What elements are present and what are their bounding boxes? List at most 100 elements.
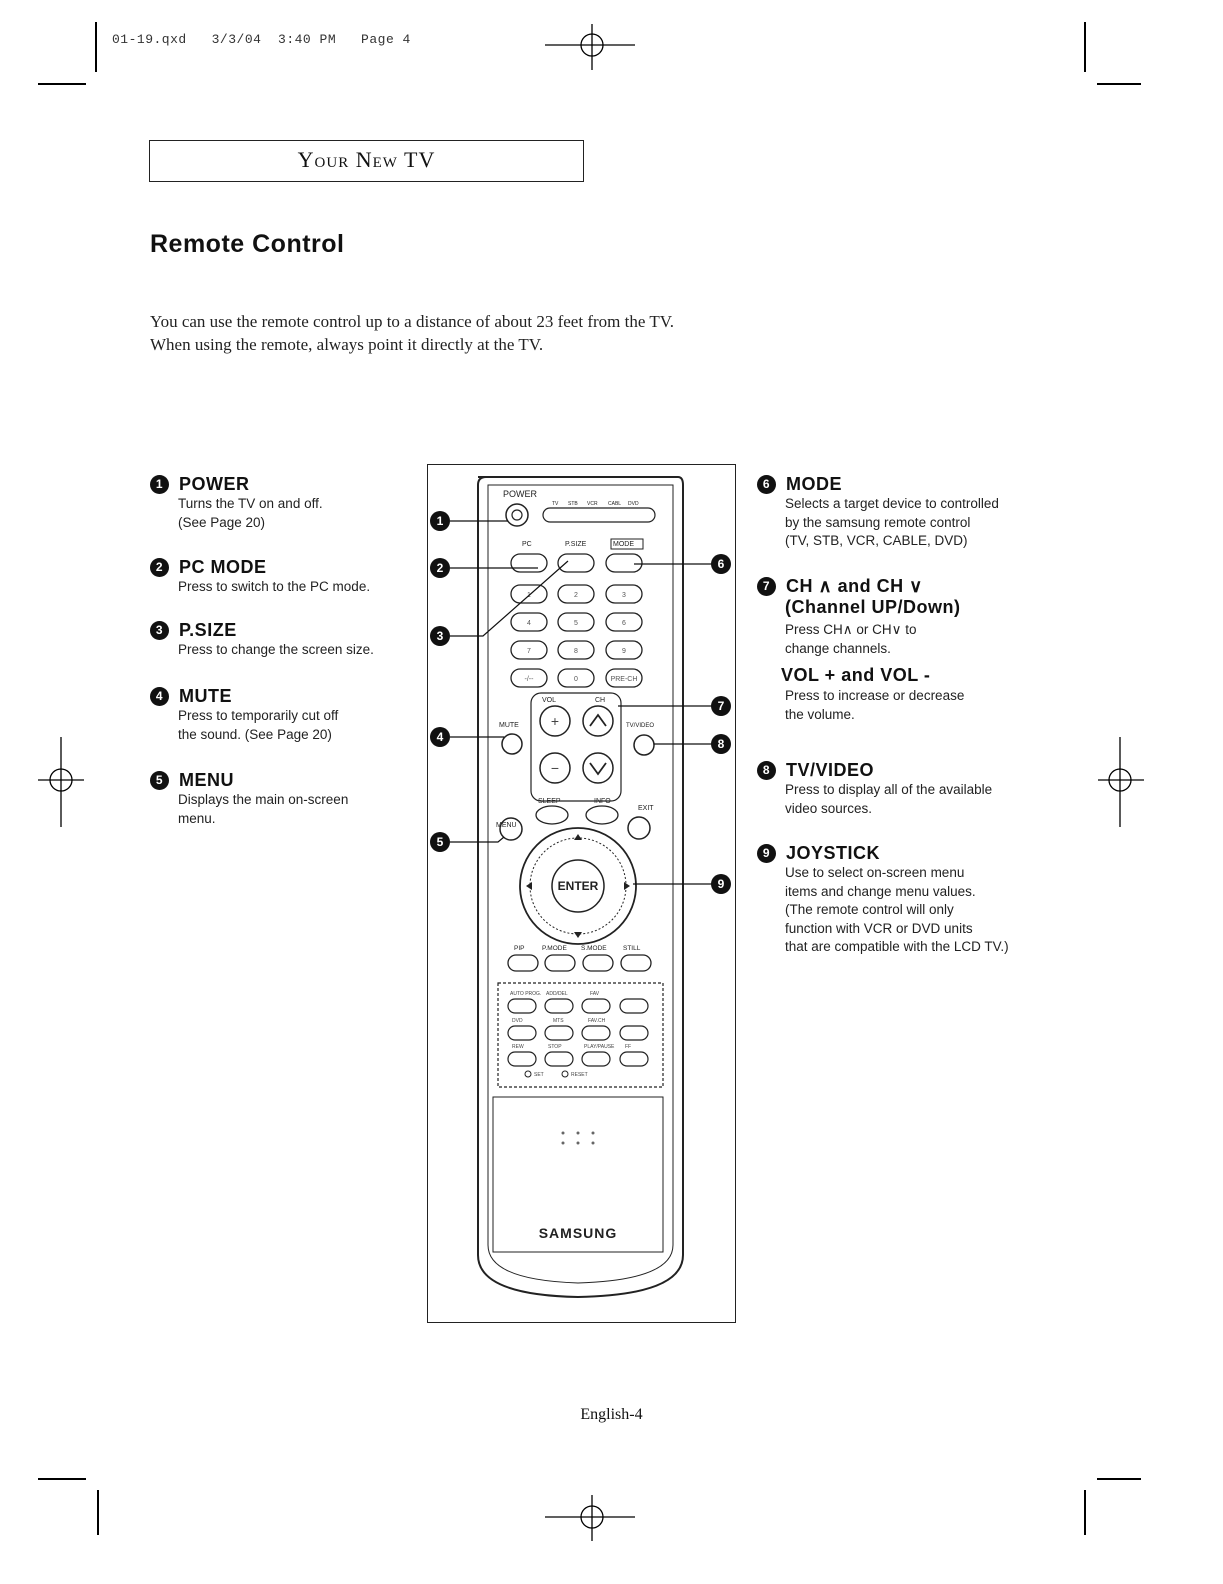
crop-mark bbox=[1097, 83, 1141, 85]
number-badge: 6 bbox=[757, 474, 776, 494]
item-desc: Press to increase or decrease bbox=[785, 688, 965, 703]
mode-label: STB bbox=[568, 501, 578, 507]
item-desc: the volume. bbox=[785, 706, 855, 722]
item-desc: Turns the TV on and off. bbox=[178, 496, 323, 511]
power-button bbox=[505, 503, 529, 527]
item-desc: Selects a target device to controlled bbox=[785, 496, 999, 511]
row2-label: STILL bbox=[623, 945, 641, 952]
sleep-button bbox=[535, 805, 569, 825]
callout-7 bbox=[711, 696, 731, 716]
item-title: POWER bbox=[179, 474, 250, 494]
brand-logo: SAMSUNG bbox=[539, 1225, 618, 1241]
callout-number: 6 bbox=[718, 557, 725, 571]
item-mode: 6 MODE Selects a target device to control… bbox=[757, 474, 999, 551]
vcr-button bbox=[544, 1051, 574, 1067]
pip-button bbox=[507, 954, 539, 972]
number-label: -/-- bbox=[525, 676, 535, 683]
crop-mark bbox=[97, 1490, 99, 1535]
item-desc: (TV, STB, VCR, CABLE, DVD) bbox=[785, 533, 968, 548]
number-label: 8 bbox=[574, 648, 578, 655]
number-label: 7 bbox=[527, 648, 531, 655]
exit-button bbox=[627, 816, 651, 840]
remote-figure: POWER TV STB VCR CABL DVD PC P.SIZE MODE bbox=[427, 464, 736, 1323]
item-title: MUTE bbox=[179, 686, 232, 706]
callout-number: 8 bbox=[718, 737, 725, 751]
number-button bbox=[557, 584, 595, 604]
intro-line: You can use the remote control up to a d… bbox=[150, 312, 675, 331]
mode-label: VCR bbox=[587, 501, 598, 507]
crop-mark bbox=[1097, 1478, 1141, 1480]
callout-number: 4 bbox=[437, 730, 444, 744]
vcr-button bbox=[581, 1051, 611, 1067]
page-title: Remote Control bbox=[150, 230, 345, 258]
number-button bbox=[557, 612, 595, 632]
row2-label: PIP bbox=[514, 945, 524, 952]
callout-1 bbox=[430, 511, 450, 531]
vcr-label: AUTO PROG. bbox=[510, 991, 541, 997]
item-desc: Press to temporarily cut off bbox=[178, 708, 339, 723]
info-button bbox=[585, 805, 619, 825]
item-desc: Press to display all of the available bbox=[785, 782, 993, 797]
crop-mark bbox=[38, 83, 86, 85]
item-title: PC MODE bbox=[179, 557, 267, 577]
intro-line: When using the remote, always point it d… bbox=[150, 335, 544, 354]
sleep-label: SLEEP bbox=[538, 798, 561, 805]
pmode-button bbox=[544, 954, 576, 972]
vcr-label: MTS bbox=[553, 1018, 564, 1024]
vcr-button bbox=[619, 1051, 649, 1067]
row2-label: P.MODE bbox=[542, 945, 567, 952]
intro-text: You can use the remote control up to a d… bbox=[150, 310, 674, 356]
crop-mark bbox=[95, 22, 97, 72]
page-footer: English-4 bbox=[580, 1406, 643, 1423]
number-button bbox=[605, 668, 643, 688]
item-desc: Press CH∧ or CH∨ to bbox=[785, 622, 917, 637]
item-desc: that are compatible with the LCD TV.) bbox=[785, 939, 1009, 954]
number-label: 2 bbox=[574, 592, 578, 599]
item-desc: Press to switch to the PC mode. bbox=[178, 579, 371, 594]
pc-label: PC bbox=[522, 541, 532, 548]
battery-cover bbox=[492, 1096, 664, 1253]
callout-6 bbox=[711, 554, 731, 574]
tvvideo-button bbox=[633, 734, 655, 756]
callout-3 bbox=[430, 626, 450, 646]
vcr-button bbox=[507, 1051, 537, 1067]
mode-label: CABL bbox=[608, 501, 621, 507]
item-desc: by the samsung remote control bbox=[785, 514, 971, 530]
vcr-button bbox=[619, 998, 649, 1014]
crop-mark bbox=[1084, 1490, 1086, 1535]
callout-9 bbox=[711, 874, 731, 894]
vcr-dvd-panel bbox=[497, 982, 664, 1088]
callout-4 bbox=[430, 727, 450, 747]
mute-label: MUTE bbox=[499, 722, 519, 729]
number-badge: 7 bbox=[757, 576, 776, 596]
print-slug: 01-19.qxd 3/3/04 3:40 PM Page 4 bbox=[112, 32, 411, 47]
item-title: MODE bbox=[786, 474, 842, 494]
number-button bbox=[605, 612, 643, 632]
vcr-button bbox=[544, 1025, 574, 1041]
mode-button bbox=[605, 553, 643, 573]
crop-mark bbox=[1084, 22, 1086, 72]
vcr-button bbox=[544, 998, 574, 1014]
vol-down-button bbox=[539, 752, 571, 784]
vcr-label: STOP bbox=[548, 1044, 562, 1050]
vol-up-button bbox=[539, 705, 571, 737]
tvvideo-label: TV/VIDEO bbox=[626, 723, 654, 729]
number-badge: 9 bbox=[757, 843, 776, 863]
mode-label: TV bbox=[552, 501, 559, 507]
number-badge: 4 bbox=[150, 686, 169, 706]
set-label: SET bbox=[534, 1072, 544, 1078]
item-desc: menu. bbox=[178, 810, 216, 826]
item-title: JOYSTICK bbox=[786, 843, 881, 863]
svg-text:−: − bbox=[551, 760, 559, 776]
item-title-line2: (Channel UP/Down) bbox=[785, 597, 961, 617]
item-title: MENU bbox=[179, 770, 234, 790]
registration-mark-left bbox=[38, 737, 84, 827]
number-badge: 5 bbox=[150, 770, 169, 790]
exit-label: EXIT bbox=[638, 805, 654, 812]
pc-button bbox=[510, 553, 548, 573]
item-title: P.SIZE bbox=[179, 620, 237, 640]
